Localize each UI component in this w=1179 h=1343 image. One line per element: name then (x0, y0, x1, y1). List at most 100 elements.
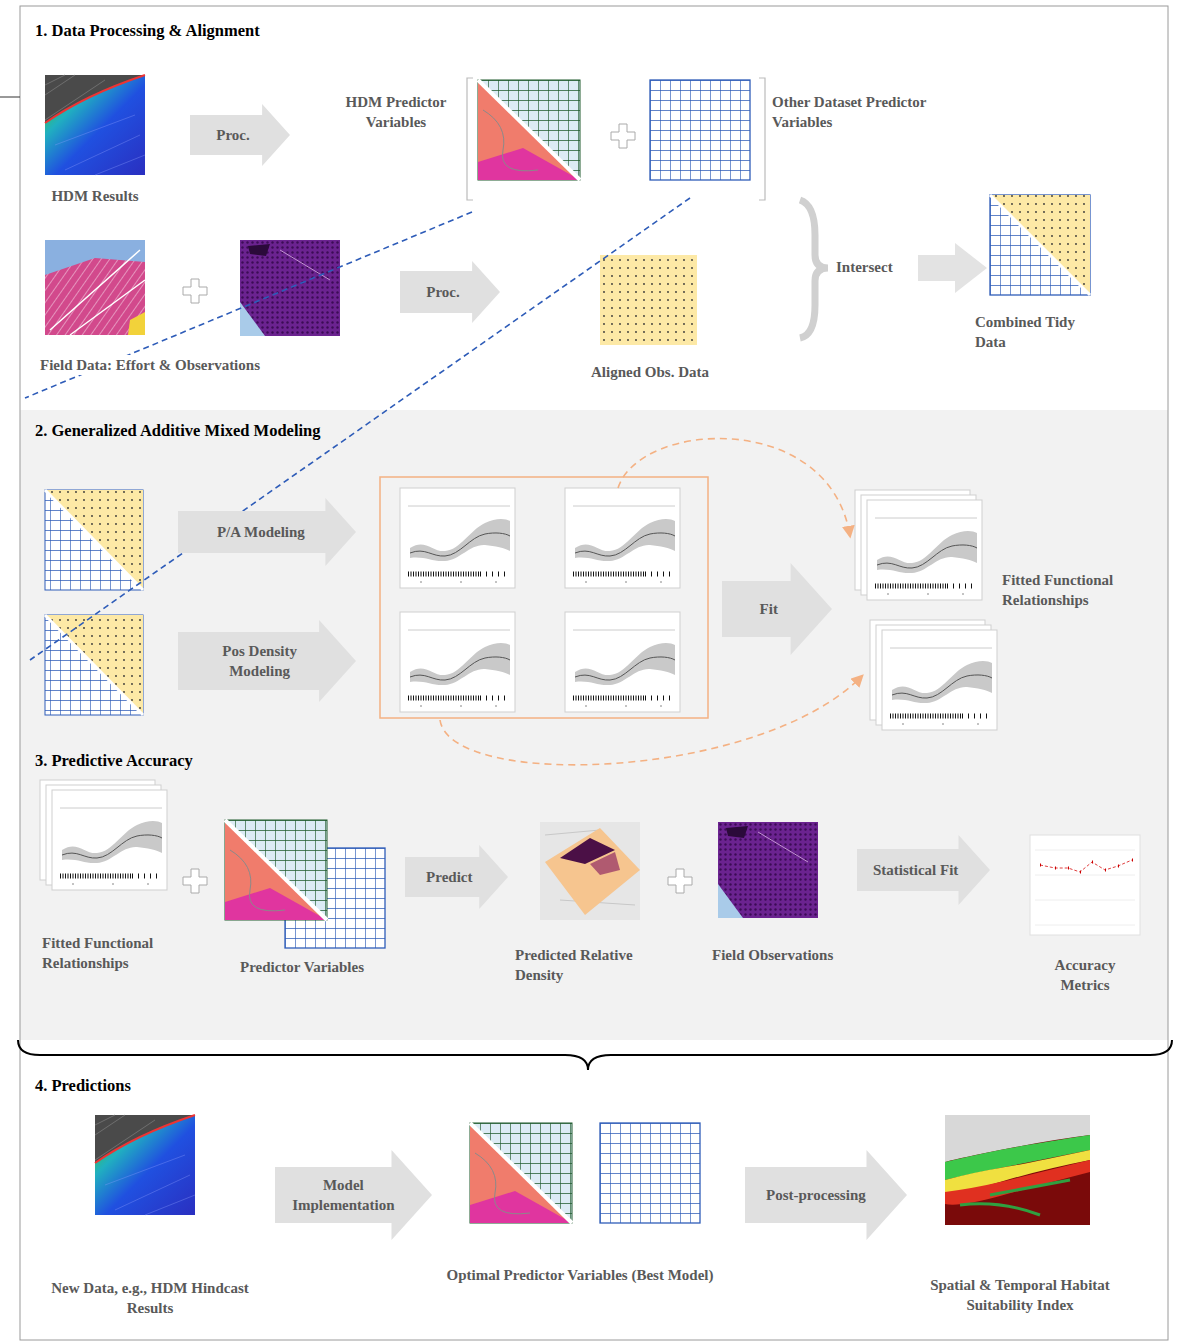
panel-ground (0, 6, 1168, 1340)
connector-label: Proc. (413, 282, 473, 302)
smooth-plot (867, 500, 982, 600)
image-caption: HDM Predictor Variables (330, 92, 462, 133)
section-band: New Data, e.g., HDM Hindcast ResultsOpti… (20, 1065, 1168, 1340)
combined-tile (45, 490, 143, 590)
section-heading: 4. Predictions (35, 1075, 131, 1097)
plus-sign (668, 869, 692, 893)
arrow-label: Fit (739, 599, 799, 619)
image-tile: Combined Tidy Data (990, 195, 1090, 295)
density-map-image (540, 822, 640, 920)
field-survey-image (240, 240, 340, 336)
image-caption: Field Observations (712, 945, 852, 965)
smooth-plot (400, 612, 515, 712)
section-brace (18, 1040, 1172, 1070)
predictor-raster (225, 80, 750, 1223)
image-tile: Other Dataset Predictor Variables (650, 80, 750, 180)
image-caption: Spatial & Temporal Habitat Suitability I… (915, 1275, 1125, 1316)
free-label: Intersect (836, 257, 893, 277)
block-arrow-connector (400, 261, 500, 323)
section-brace (18, 1040, 1172, 1070)
observation-tile (600, 255, 697, 345)
block-arrow-shape (178, 620, 356, 702)
field-survey-image (45, 240, 145, 275)
predictor-raster (478, 80, 580, 180)
habitat-map-image (945, 1115, 1090, 1225)
field-survey-image (718, 822, 818, 918)
block-arrow-connector (745, 1150, 907, 1240)
predictor-raster (470, 1123, 572, 1223)
combined-tile (45, 490, 143, 590)
plus-sign (183, 124, 692, 893)
combined-tile (45, 615, 143, 715)
section-heading: 1. Data Processing & Alignment (35, 20, 260, 42)
observation-tile (600, 255, 697, 345)
connector-label: Predict (414, 867, 484, 887)
block-arrow-connector (857, 835, 990, 905)
accuracy-chart (1040, 860, 1132, 872)
section-band: P/A ModelingPos Density Modeling Fit Fitte… (20, 410, 1168, 740)
image-tile: Aligned Obs. Data (600, 255, 697, 345)
block-arrow-shape (722, 563, 832, 655)
combined-tile (45, 615, 143, 715)
smooth-plot (40, 477, 997, 890)
density-map-image (590, 852, 620, 875)
block-arrow: P/A Modeling (178, 498, 356, 566)
connector-label: Post-processing (751, 1185, 881, 1205)
bracket (467, 78, 765, 200)
block-arrow-shape (722, 563, 832, 655)
block-arrow: Fit (722, 563, 832, 655)
section-band: Fitted Functional RelationshipsPredictor… (20, 740, 1168, 1040)
panel-ground (20, 6, 1168, 1340)
dashed-arrow (440, 439, 862, 765)
accuracy-chart (1030, 835, 1140, 935)
accuracy-chart (1035, 850, 1135, 925)
panel-ground (20, 410, 1168, 1040)
image-tile: Fitted Functional Relationships (855, 490, 997, 730)
image-caption: Other Dataset Predictor Variables (772, 92, 932, 133)
leader-line (30, 198, 690, 660)
block-arrow: Pos Density Modeling (178, 620, 356, 702)
combined-tile (990, 195, 1090, 295)
image-caption: Combined Tidy Data (975, 312, 1100, 353)
predictor-raster (225, 820, 327, 920)
field-survey-image (128, 312, 145, 335)
block-arrow-shape (178, 620, 356, 702)
habitat-map-image (960, 1180, 1070, 1215)
habitat-map-image (945, 1115, 1090, 1225)
accuracy-chart (1030, 835, 1140, 935)
image-caption: HDM Results (40, 186, 150, 206)
image-tile: Field Data: Effort & Observations (45, 240, 340, 335)
block-arrow-connector (405, 845, 508, 909)
intersect-brace (918, 243, 987, 293)
combined-tile (45, 490, 143, 590)
image-caption: Fitted Functional Relationships (42, 933, 192, 974)
hdm-map-image (45, 75, 195, 1215)
image-tile: Optimal Predictor Variables (Best Model) (470, 1123, 700, 1225)
section-heading: 3. Predictive Accuracy (35, 750, 193, 772)
density-map-image (545, 828, 640, 915)
field-survey-image (50, 250, 145, 335)
section-band: HDM Results HDM Predictor Variables Other … (20, 10, 1168, 410)
intersect-brace (800, 200, 828, 338)
image-tile: HDM Predictor Variables (478, 80, 580, 180)
image-tile: Field Observations (718, 822, 818, 920)
smooth-plot (565, 612, 680, 712)
dashed-arrow (440, 676, 862, 765)
image-tile: Accuracy Metrics (1030, 835, 1140, 935)
hdm-map-image (45, 75, 145, 175)
combined-tile (990, 195, 1090, 295)
section-heading: 2. Generalized Additive Mixed Modeling (35, 420, 321, 442)
connector-label: Model Implementation (283, 1175, 403, 1216)
block-arrow-connector (275, 1150, 432, 1240)
intersect-brace (800, 200, 987, 338)
bracket (467, 78, 765, 200)
plus-sign (611, 124, 635, 148)
image-caption: Accuracy Metrics (1030, 955, 1140, 996)
smooth-plot (565, 488, 680, 588)
combined-tile (990, 195, 1090, 295)
accuracy-chart (1040, 860, 1133, 872)
arrow-label: Pos Density Modeling (195, 641, 325, 682)
